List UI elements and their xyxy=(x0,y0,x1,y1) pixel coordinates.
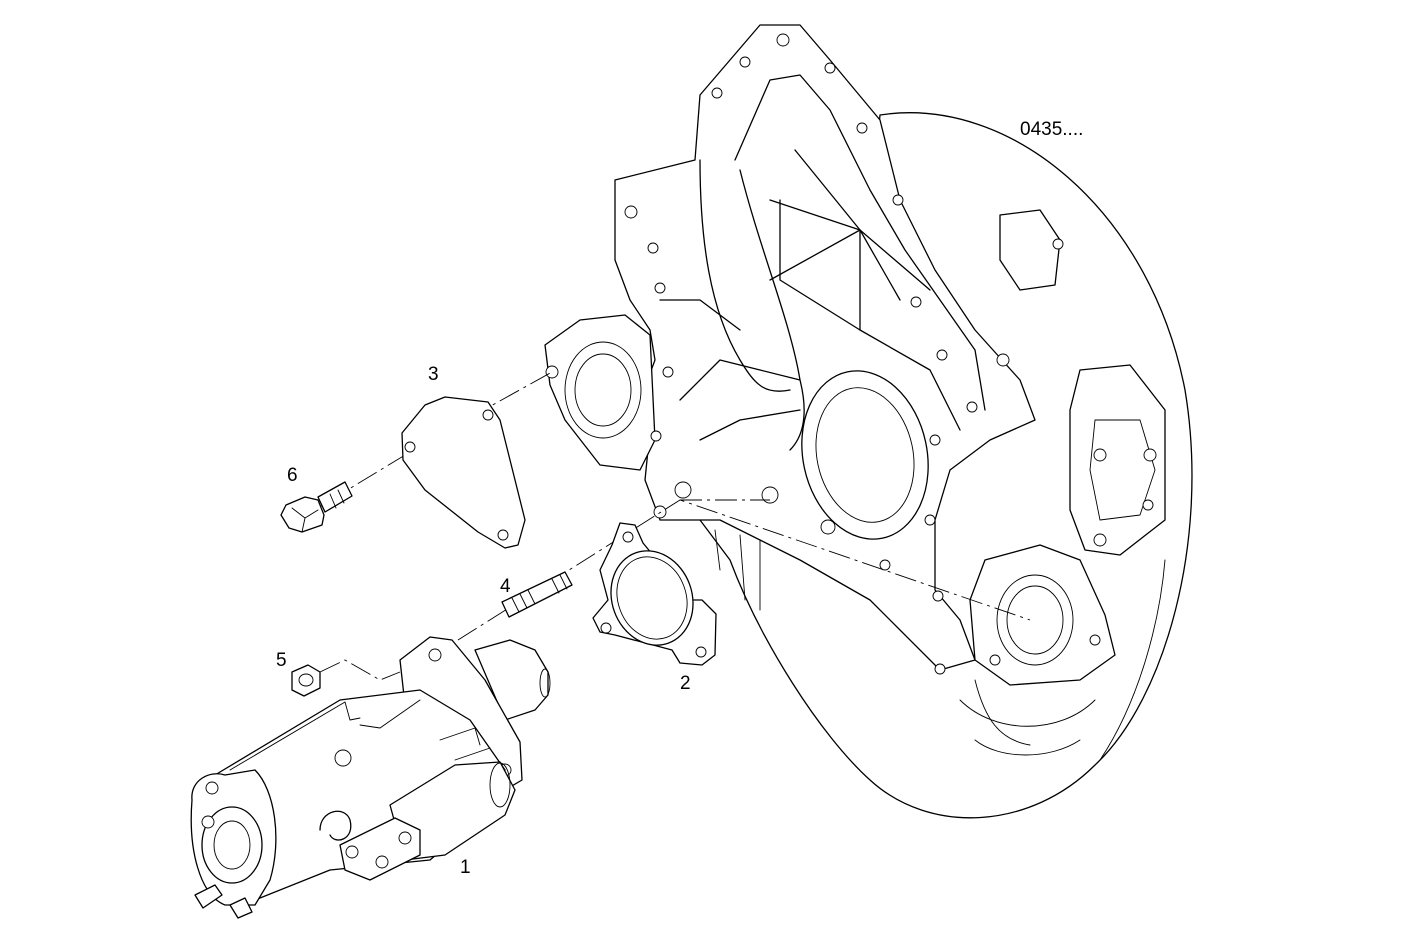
flywheel-housing xyxy=(544,24,1193,819)
flange-gasket xyxy=(592,522,717,666)
callout-4: 4 xyxy=(500,576,511,597)
starter-motor xyxy=(190,636,551,919)
cover-plate xyxy=(401,396,526,549)
reference-code: 0435.... xyxy=(1020,119,1083,140)
hex-nut xyxy=(291,659,401,697)
callout-5: 5 xyxy=(276,650,287,671)
callout-1: 1 xyxy=(460,857,471,878)
callout-6: 6 xyxy=(287,465,298,486)
threaded-stud xyxy=(501,571,573,618)
callout-3: 3 xyxy=(428,364,439,385)
callout-2: 2 xyxy=(680,673,691,694)
hex-bolt xyxy=(280,481,353,533)
